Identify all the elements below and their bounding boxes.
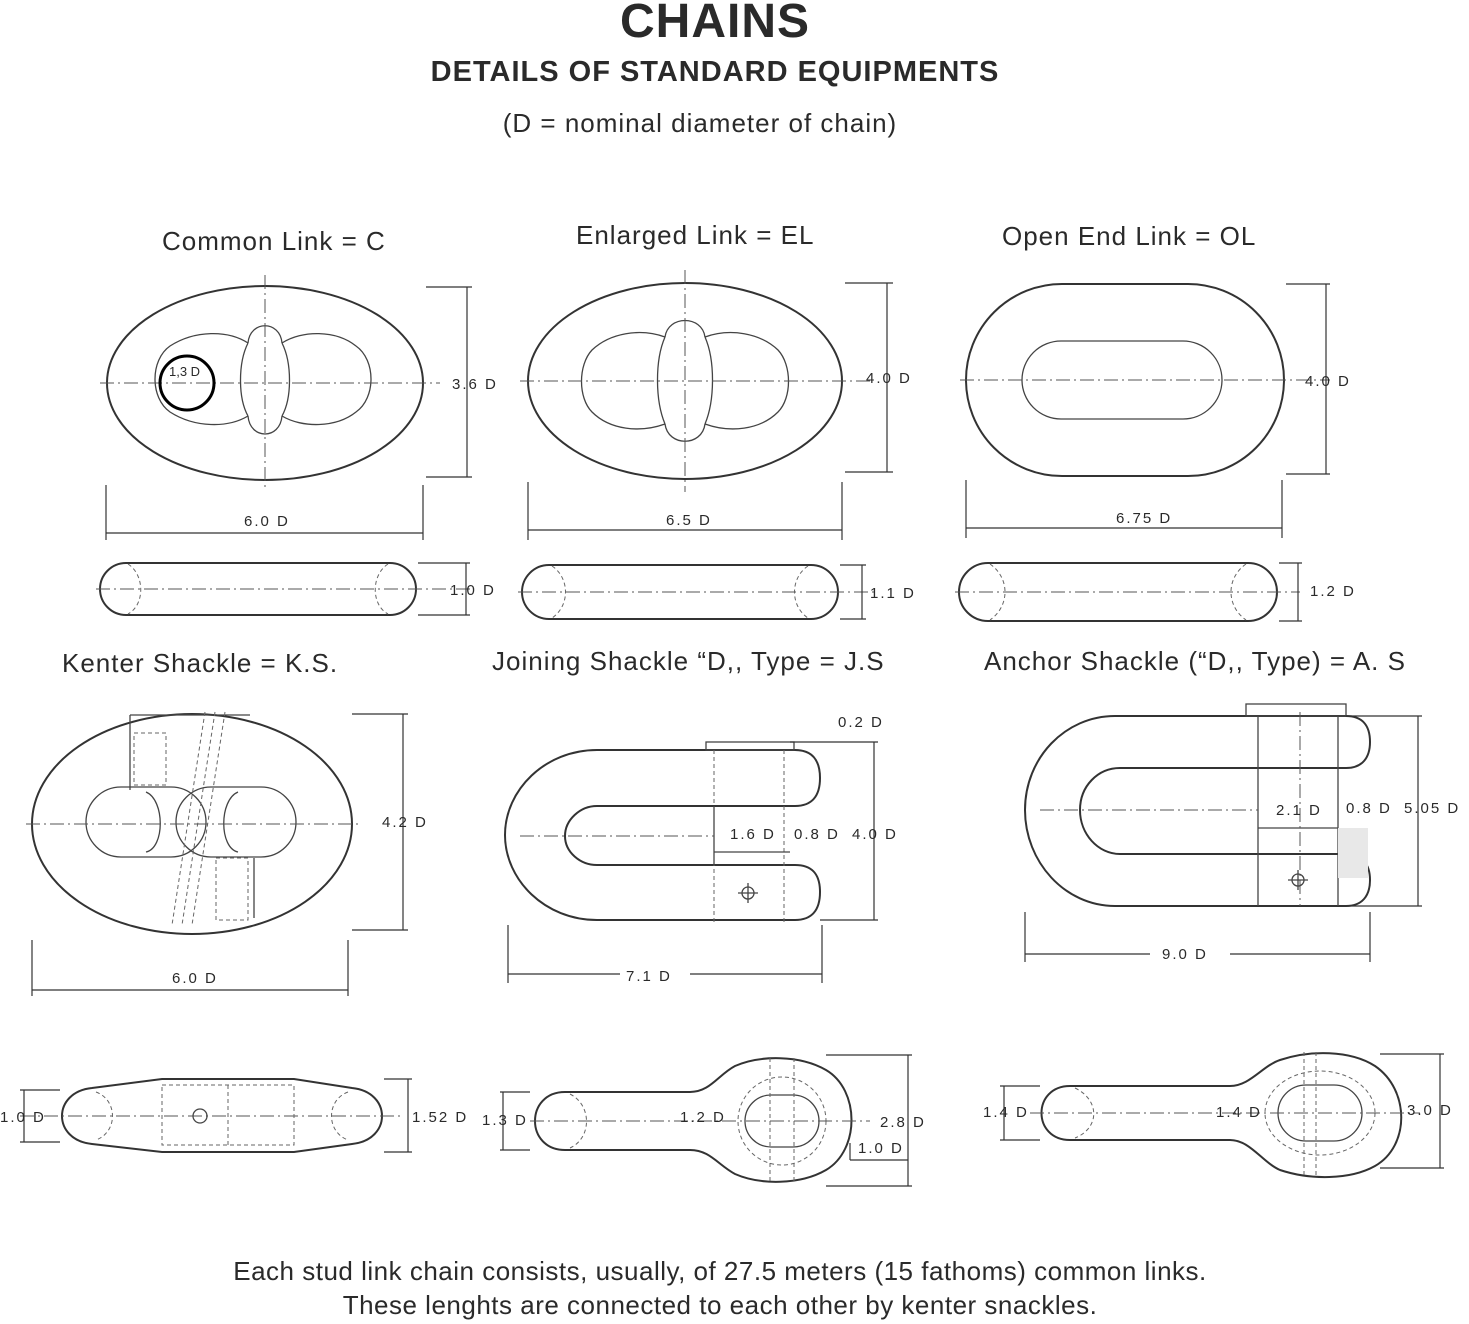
common-link-top-view (100, 275, 472, 540)
dim-open-end-length: 6.75 D (1116, 510, 1173, 527)
kenter-shackle-top-view (26, 711, 408, 996)
dim-anchor-side-height: 3.0 D (1407, 1102, 1453, 1119)
dim-open-end-side: 1.2 D (1310, 583, 1356, 600)
dim-joining-length: 7.1 D (626, 968, 672, 985)
caption-open-end-link: Open End Link = OL (1002, 221, 1257, 251)
dim-joining-inner: 1.6 D (730, 826, 776, 843)
page-subtitle: DETAILS OF STANDARD EQUIPMENTS (430, 56, 1000, 88)
dim-common-side: 1.0 D (450, 582, 496, 599)
caption-enlarged-link: Enlarged Link = EL (576, 220, 815, 250)
caption-kenter-shackle: Kenter Shackle = K.S. (62, 648, 339, 678)
dim-kenter-length: 6.0 D (172, 970, 218, 987)
dim-joining-top: 0.2 D (838, 714, 884, 731)
footer-line-1: Each stud link chain consists, usually, … (233, 1256, 1207, 1286)
dim-open-end-height: 4.0 D (1305, 373, 1351, 390)
dim-joining-side-mid: 1.2 D (680, 1109, 726, 1126)
enlarged-link-top-view (520, 270, 893, 540)
anchor-shackle-top-view (1023, 703, 1422, 962)
dim-kenter-height: 4.2 D (382, 814, 428, 831)
caption-anchor-shackle: Anchor Shackle (“D,, Type) = A. S (984, 646, 1406, 676)
dim-anchor-height: 5.05 D (1404, 800, 1461, 817)
stud-diameter-marker (158, 354, 216, 412)
anchor-shackle-side-view (1000, 1052, 1444, 1179)
joining-shackle-top-view (503, 741, 878, 983)
common-link-side-view (96, 562, 470, 616)
dim-joining-side-height: 2.8 D (880, 1114, 926, 1131)
caption-common-link: Common Link = C (162, 226, 386, 256)
dim-anchor-side-mid: 1.4 D (1216, 1104, 1262, 1121)
dim-joining-side-left: 1.3 D (482, 1112, 528, 1129)
dim-anchor-inner: 2.1 D (1276, 802, 1322, 819)
dim-joining-pin: 0.8 D (794, 826, 840, 843)
dim-anchor-pin: 0.8 D (1346, 800, 1392, 817)
dim-enlarged-side: 1.1 D (870, 585, 916, 602)
dim-enlarged-height: 4.0 D (866, 370, 912, 387)
page-title: CHAINS (619, 0, 810, 48)
diameter-note: (D = nominal diameter of chain) (502, 108, 898, 138)
dim-joining-side-pin: 1.0 D (858, 1140, 904, 1157)
caption-joining-shackle: Joining Shackle “D,, Type = J.S (492, 646, 885, 676)
open-end-link-top-view (960, 283, 1330, 538)
joining-shackle-side-view (500, 1054, 912, 1187)
enlarged-link-side-view (518, 564, 875, 620)
dim-kenter-side-right: 1.52 D (412, 1109, 469, 1126)
dim-enlarged-length: 6.5 D (666, 512, 712, 529)
kenter-shackle-side-view (20, 1078, 412, 1153)
footer-line-2: These lenghts are connected to each othe… (342, 1290, 1098, 1320)
dim-common-height: 3.6 D (452, 376, 498, 393)
dim-common-stud: 1,3 D (169, 364, 201, 379)
dim-joining-height: 4.0 D (852, 826, 898, 843)
dim-common-length: 6.0 D (244, 513, 290, 530)
open-end-link-side-view (955, 562, 1302, 622)
dim-kenter-side-left: 1.0 D (0, 1109, 46, 1126)
dim-anchor-length: 9.0 D (1162, 946, 1208, 963)
dim-anchor-side-left: 1.4 D (983, 1104, 1029, 1121)
